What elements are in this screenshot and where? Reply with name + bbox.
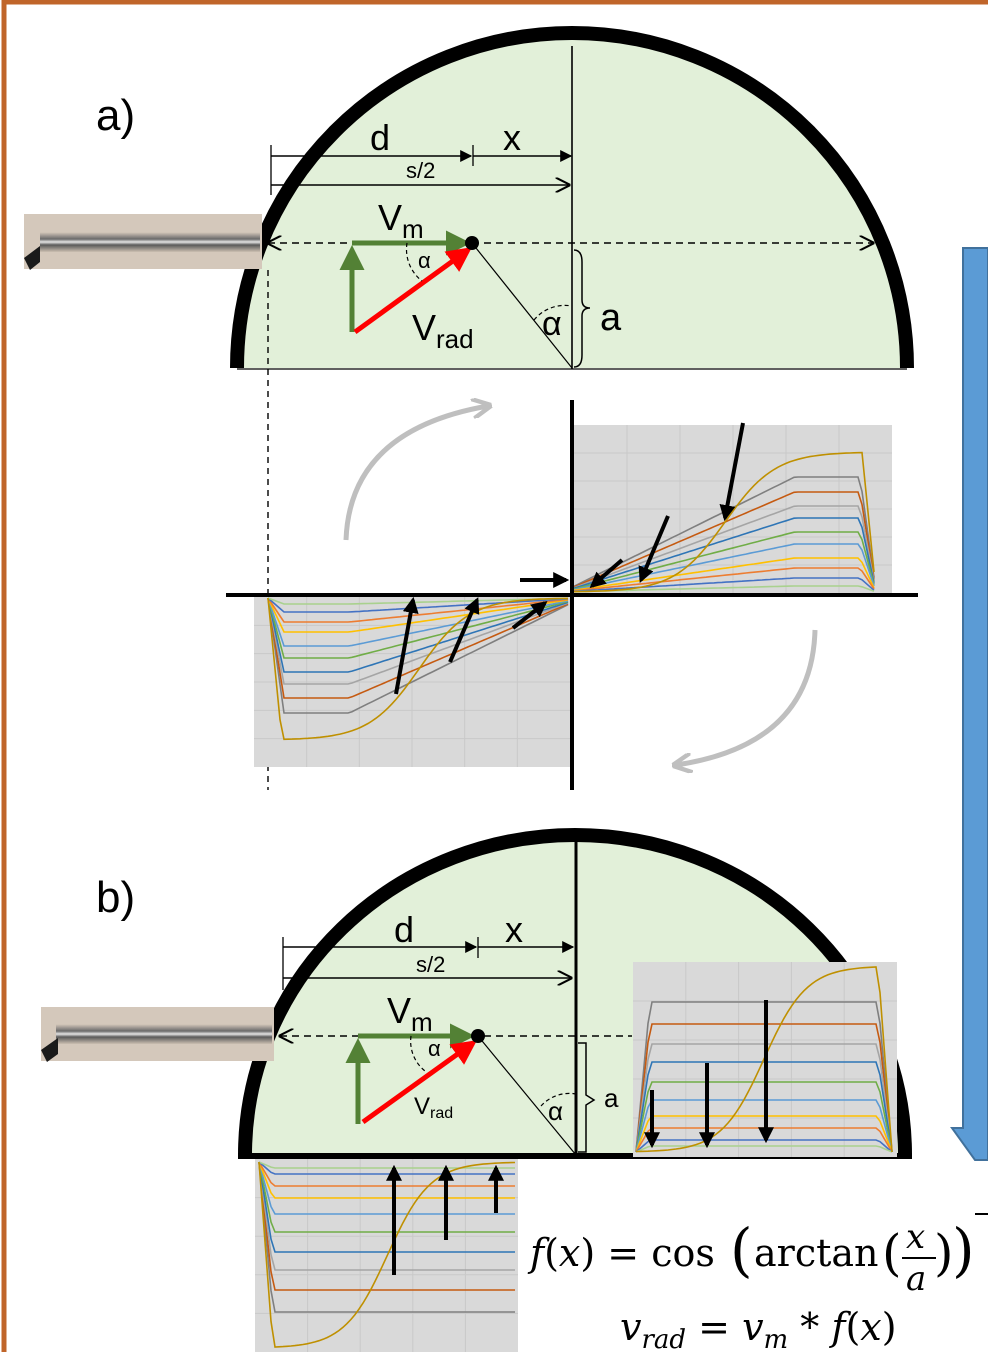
trace-curve — [258, 1161, 516, 1348]
probe-photo — [41, 1007, 274, 1062]
rotation-arrow — [343, 406, 488, 541]
trace-curve — [573, 557, 875, 592]
panel-a-label: a) — [96, 91, 135, 140]
formula-line-1: f(x) = cos — [527, 1231, 715, 1275]
trace-curve — [267, 597, 568, 741]
label-alpha-right-b: α — [548, 1096, 563, 1126]
trace-curve — [258, 1161, 515, 1233]
formula-arctan: arctan — [754, 1231, 879, 1275]
label-alpha-right-a: α — [542, 305, 562, 343]
label-d-b: d — [394, 909, 414, 950]
trace-curve — [258, 1161, 515, 1215]
label-s-half-a: s/2 — [406, 158, 435, 183]
vector-vrad-a — [353, 247, 473, 335]
probe-photo — [24, 214, 262, 270]
trace-curve — [573, 585, 875, 593]
trace-curve — [573, 505, 875, 589]
trace-curve — [267, 597, 569, 685]
quadrant-plots — [226, 270, 918, 790]
trace-curve — [267, 597, 569, 673]
label-vm-a: Vm — [378, 197, 424, 244]
trace-curve — [258, 1161, 515, 1291]
trace-curve — [267, 597, 569, 659]
formula: f(x) = cos ( arctan ( x a ) ) vrad = vm … — [527, 1213, 988, 1352]
trace-curve — [267, 597, 569, 647]
formula-frac-den: a — [906, 1259, 926, 1299]
trace-curve — [267, 597, 569, 714]
svg-text:(: ( — [882, 1224, 902, 1282]
brace-a-a — [573, 249, 591, 368]
label-a-b: a — [604, 1083, 619, 1113]
panel-a-vessel-wall — [230, 26, 914, 369]
label-alpha-left-a: α — [418, 248, 431, 273]
formula-frac-num: x — [906, 1217, 925, 1257]
label-d-a: d — [370, 117, 390, 158]
trace-curve — [573, 517, 875, 590]
trace-curve — [573, 451, 875, 593]
trace-curve — [258, 1161, 515, 1253]
trace-curve — [635, 1145, 893, 1153]
trace-curve — [267, 597, 569, 623]
panel-b-label: b) — [96, 873, 135, 922]
label-x-b: x — [505, 909, 523, 950]
trace-curve — [258, 1161, 515, 1313]
blue-down-arrow — [950, 247, 988, 1161]
rotation-arrow — [676, 629, 818, 765]
label-vrad-a: Vrad — [412, 307, 474, 354]
trace-curve — [573, 567, 875, 592]
label-vm-b: Vm — [387, 990, 433, 1037]
svg-text:(: ( — [730, 1216, 753, 1284]
label-alpha-left-b: α — [428, 1036, 441, 1061]
formula-line-2: vrad = vm * f(x) — [620, 1305, 897, 1352]
panel-b: b) d x s/2 Vm α Vra — [41, 828, 912, 1352]
trace-curve — [267, 597, 569, 633]
trace-curve — [258, 1161, 515, 1199]
label-a-a: a — [600, 297, 622, 339]
panel-a: a) d x s/2 Vm α — [24, 26, 914, 370]
label-x-a: x — [503, 117, 521, 158]
label-vrad-b: Vrad — [414, 1093, 453, 1122]
label-s-half-b: s/2 — [416, 952, 445, 977]
svg-text:): ) — [934, 1224, 954, 1282]
trace-curve — [258, 1161, 515, 1187]
trace-curve — [573, 531, 875, 590]
trace-curve — [573, 577, 875, 593]
trace-curve — [573, 543, 875, 591]
trace-curve — [258, 1161, 515, 1271]
svg-text:): ) — [952, 1216, 975, 1284]
